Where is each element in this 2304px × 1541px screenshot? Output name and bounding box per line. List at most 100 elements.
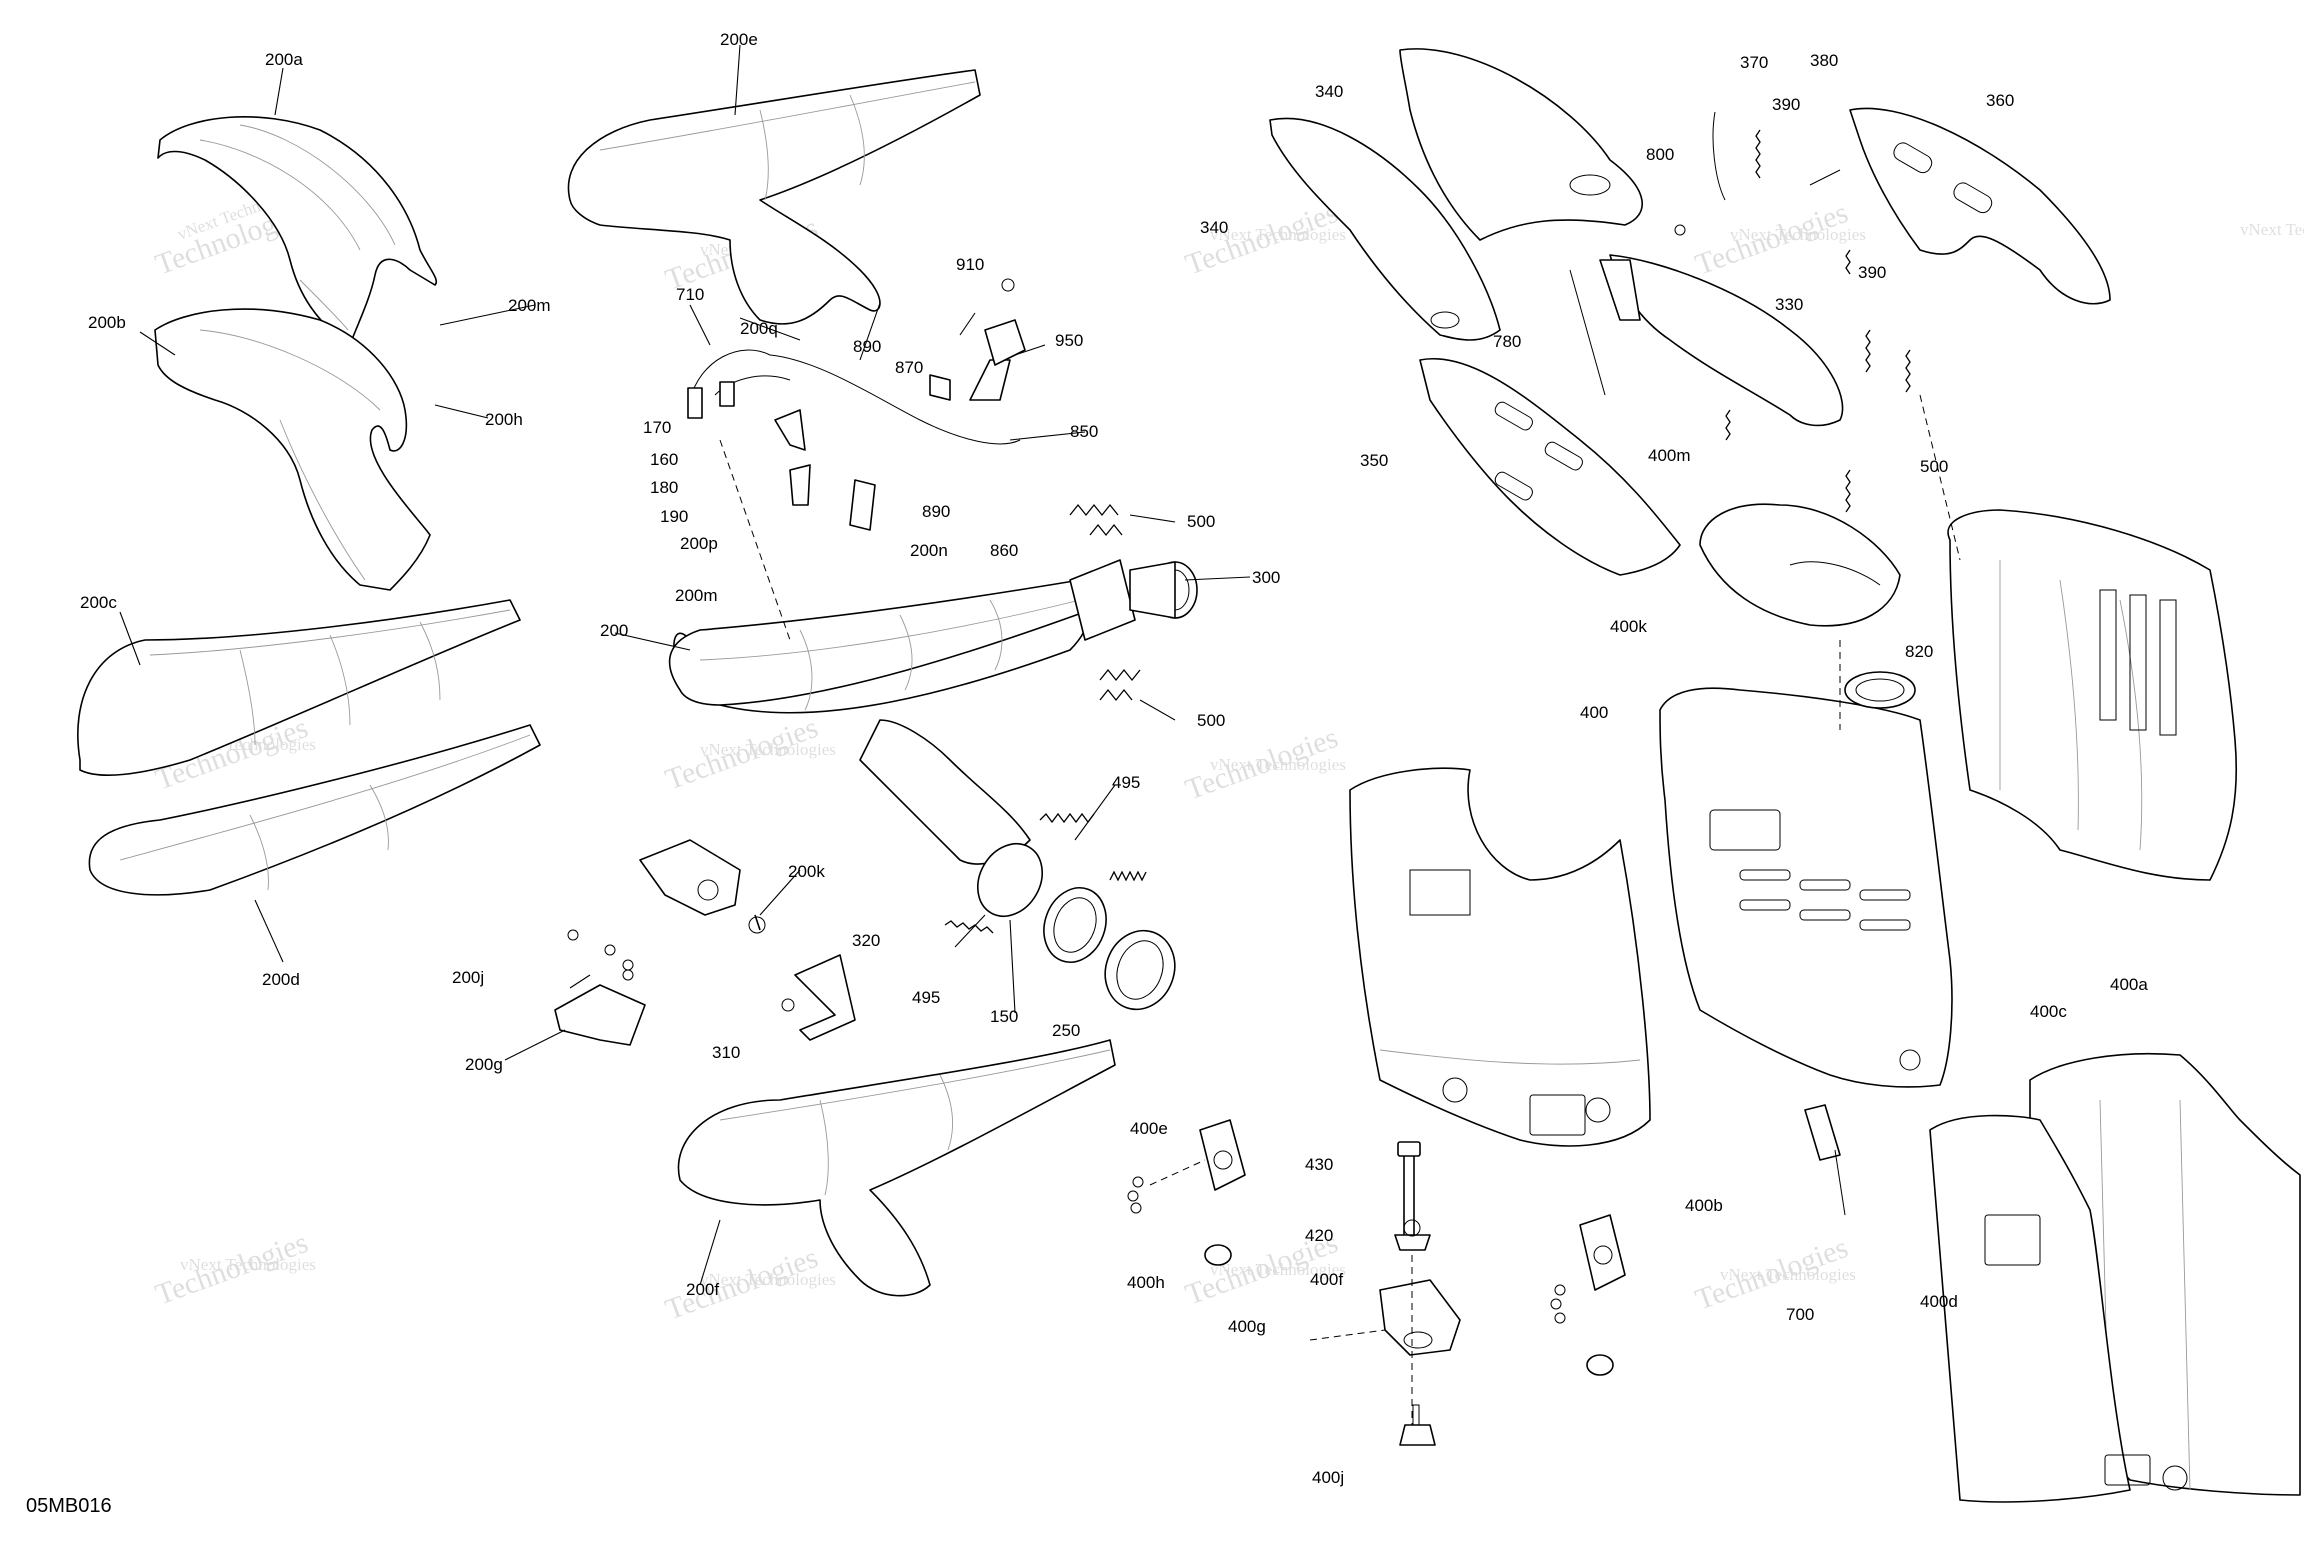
callout-370: 370 (1740, 53, 1768, 72)
callout-500-a: 500 (1187, 512, 1215, 531)
heat-shield-200a (157, 116, 438, 346)
heat-shield-200e (567, 69, 981, 325)
muffler-200 (668, 559, 1136, 917)
sensor-950 (984, 278, 1026, 366)
diagram-code: 05MB016 (26, 1495, 112, 1517)
bracket-200k (639, 839, 766, 934)
watermark-text: vNext Technologies (1210, 755, 1346, 774)
callout-430: 430 (1305, 1155, 1333, 1174)
grommet-400h (1204, 1244, 1614, 1376)
shield-360 (1849, 107, 2111, 305)
heat-shield-200f (677, 1039, 1116, 1297)
foot-400j (1399, 1404, 1436, 1446)
callout-200a: 200a (265, 50, 303, 69)
callout-400a: 400a (2110, 975, 2148, 994)
callout-150: 150 (990, 1007, 1018, 1026)
callout-870: 870 (895, 358, 923, 377)
bracket-400f (1379, 1279, 1461, 1356)
callout-400h: 400h (1127, 1273, 1165, 1292)
callout-350: 350 (1360, 451, 1388, 470)
ring-300 (1129, 561, 1198, 619)
callout-300: 300 (1252, 568, 1280, 587)
callout-180: 180 (650, 478, 678, 497)
callout-200m-b: 200m (675, 586, 718, 605)
callout-200c: 200c (80, 593, 117, 612)
callout-160: 160 (650, 450, 678, 469)
callout-700: 700 (1786, 1305, 1814, 1324)
callout-390-b: 390 (1858, 263, 1886, 282)
callout-360: 360 (1986, 91, 2014, 110)
callout-200g: 200g (465, 1055, 503, 1074)
shield-400k (1699, 503, 1901, 627)
callout-800: 800 (1646, 145, 1674, 164)
heat-shield-330 (1569, 254, 1844, 427)
callout-190: 190 (660, 507, 688, 526)
callout-250: 250 (1052, 1021, 1080, 1040)
assembly-axis-lines (719, 394, 1961, 1425)
callout-400f: 400f (1310, 1270, 1343, 1289)
watermark-text: vNext Technologies (1210, 225, 1346, 244)
springs-370-390 (1674, 111, 1911, 513)
callout-200: 200 (600, 621, 628, 640)
callout-200k: 200k (788, 862, 825, 881)
callout-340-b: 340 (1200, 218, 1228, 237)
heat-shield-400a (1947, 509, 2238, 881)
callout-200b: 200b (88, 313, 126, 332)
callout-400e: 400e (1130, 1119, 1168, 1138)
bracket-400e (1127, 1119, 1246, 1214)
callout-500-b: 500 (1197, 711, 1225, 730)
callout-400m: 400m (1648, 446, 1691, 465)
callout-200p: 200p (680, 534, 718, 553)
clamp-250 (1104, 929, 1176, 1011)
callout-200d: 200d (262, 970, 300, 989)
heat-shield-200b (154, 308, 431, 591)
watermark-text: vNext Technologies (180, 1255, 316, 1274)
callout-860: 860 (990, 541, 1018, 560)
callout-500-c: 500 (1920, 457, 1948, 476)
callout-200j: 200j (452, 968, 484, 987)
callouts: 200a 200b 200c 200d 200e 200f 200g 200h … (80, 30, 2148, 1487)
callout-820: 820 (1905, 642, 1933, 661)
watermark-text: vNext Technologies (1730, 225, 1866, 244)
muffler-slots (1739, 869, 1911, 931)
callout-400b: 400b (1685, 1196, 1723, 1215)
grommet-420 (1394, 1219, 1431, 1251)
callout-200q: 200q (740, 319, 778, 338)
callout-200e: 200e (720, 30, 758, 49)
heat-shield-400b (1349, 767, 1651, 1147)
callout-890-b: 890 (922, 502, 950, 521)
callout-400g: 400g (1228, 1317, 1266, 1336)
callout-400c: 400c (2030, 1002, 2067, 1021)
shield-350 (1419, 357, 1681, 576)
heat-shield-400d (1929, 1114, 2188, 1503)
shield-340-upper (1399, 48, 1643, 241)
watermark-text: vNext Technologies (700, 740, 836, 759)
bracket-200g (554, 929, 646, 1046)
muffler-body-400 (1659, 671, 1953, 1088)
shield-340-lower (1269, 117, 1501, 341)
bracket-320 (781, 954, 856, 1041)
spring-500 (1069, 503, 1141, 702)
callout-495-a: 495 (1112, 773, 1140, 792)
callout-200n: 200n (910, 541, 948, 560)
callout-420: 420 (1305, 1226, 1333, 1245)
callout-910: 910 (956, 255, 984, 274)
callout-170: 170 (643, 418, 671, 437)
callout-890-a: 890 (853, 337, 881, 356)
callout-320: 320 (852, 931, 880, 950)
callout-400k: 400k (1610, 617, 1647, 636)
heat-shield-200c (77, 599, 521, 776)
bracket-700 (1550, 1214, 1626, 1324)
spring-495 (944, 812, 1147, 934)
callout-780: 780 (1493, 332, 1521, 351)
watermark-text: vNext Technologies (700, 1270, 836, 1289)
bolt-430 (1397, 1141, 1421, 1241)
callout-495-b: 495 (912, 988, 940, 1007)
callout-710: 710 (676, 285, 704, 304)
callout-200m-a: 200m (508, 296, 551, 315)
watermark-text: vNext Technologies (1210, 1260, 1346, 1279)
callout-950: 950 (1055, 331, 1083, 350)
leader-lines (119, 44, 1251, 1286)
